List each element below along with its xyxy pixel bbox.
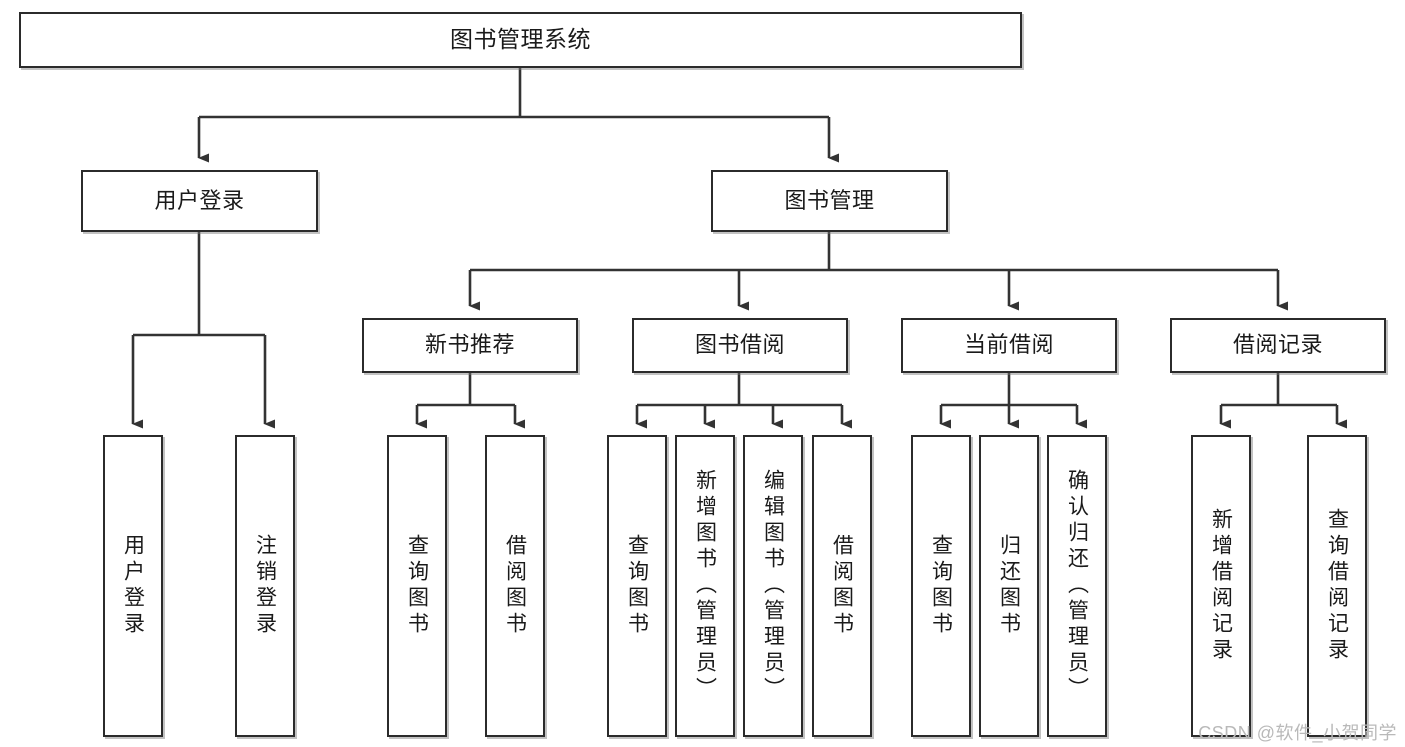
node-label: 查询借阅记录 [1325,508,1349,664]
node-user-login[interactable]: 用户登录 [81,170,318,232]
node-borrow-record[interactable]: 借阅记录 [1170,318,1386,373]
node-leaf-add-book[interactable]: 新增图书（管理员） [675,435,735,737]
node-new-book-recommend[interactable]: 新书推荐 [362,318,578,373]
node-leaf-return-book[interactable]: 归还图书 [979,435,1039,737]
node-leaf-query-book-1[interactable]: 查询图书 [387,435,447,737]
connector-userlogin-to-leaves [131,232,275,429]
node-label: 新增图书（管理员） [693,469,717,703]
node-leaf-borrow-book-2[interactable]: 借阅图书 [812,435,872,737]
connector-root-to-level2 [197,68,839,163]
node-current-borrow[interactable]: 当前借阅 [901,318,1117,373]
node-leaf-borrow-book-1[interactable]: 借阅图书 [485,435,545,737]
node-leaf-query-book-2[interactable]: 查询图书 [607,435,667,737]
node-label: 新增借阅记录 [1209,508,1233,664]
connector-currentborrow-to-leaves [939,373,1087,429]
node-book-management[interactable]: 图书管理 [711,170,948,232]
connector-borrowrecord-to-leaves [1219,373,1347,429]
node-label: 图书管理 [784,187,875,213]
node-label: 图书管理系统 [450,26,591,53]
node-leaf-query-record[interactable]: 查询借阅记录 [1307,435,1367,737]
node-label: 借阅记录 [1232,332,1323,358]
node-leaf-query-book-3[interactable]: 查询图书 [911,435,971,737]
node-label: 查询图书 [929,534,953,638]
connector-bookborrow-to-leaves [635,373,852,429]
node-label: 借阅图书 [503,534,527,638]
node-label: 编辑图书（管理员） [761,469,785,703]
connector-newbook-to-leaves [415,373,525,429]
node-leaf-logout-login[interactable]: 注销登录 [235,435,295,737]
node-label: 用户登录 [154,187,245,213]
node-root-book-management-system[interactable]: 图书管理系统 [19,12,1022,68]
connector-bookmgmt-to-level3 [468,232,1288,311]
node-book-borrow[interactable]: 图书借阅 [632,318,848,373]
node-leaf-user-login[interactable]: 用户登录 [103,435,163,737]
node-leaf-edit-book[interactable]: 编辑图书（管理员） [743,435,803,737]
node-label: 确认归还（管理员） [1065,469,1089,703]
node-label: 查询图书 [405,534,429,638]
node-label: 归还图书 [997,534,1021,638]
node-leaf-add-record[interactable]: 新增借阅记录 [1191,435,1251,737]
node-label: 查询图书 [625,534,649,638]
node-label: 新书推荐 [424,332,515,358]
node-label: 当前借阅 [963,332,1054,358]
node-label: 用户登录 [121,534,145,638]
node-leaf-confirm-return[interactable]: 确认归还（管理员） [1047,435,1107,737]
node-label: 注销登录 [253,534,277,638]
node-label: 借阅图书 [830,534,854,638]
node-label: 图书借阅 [694,332,785,358]
